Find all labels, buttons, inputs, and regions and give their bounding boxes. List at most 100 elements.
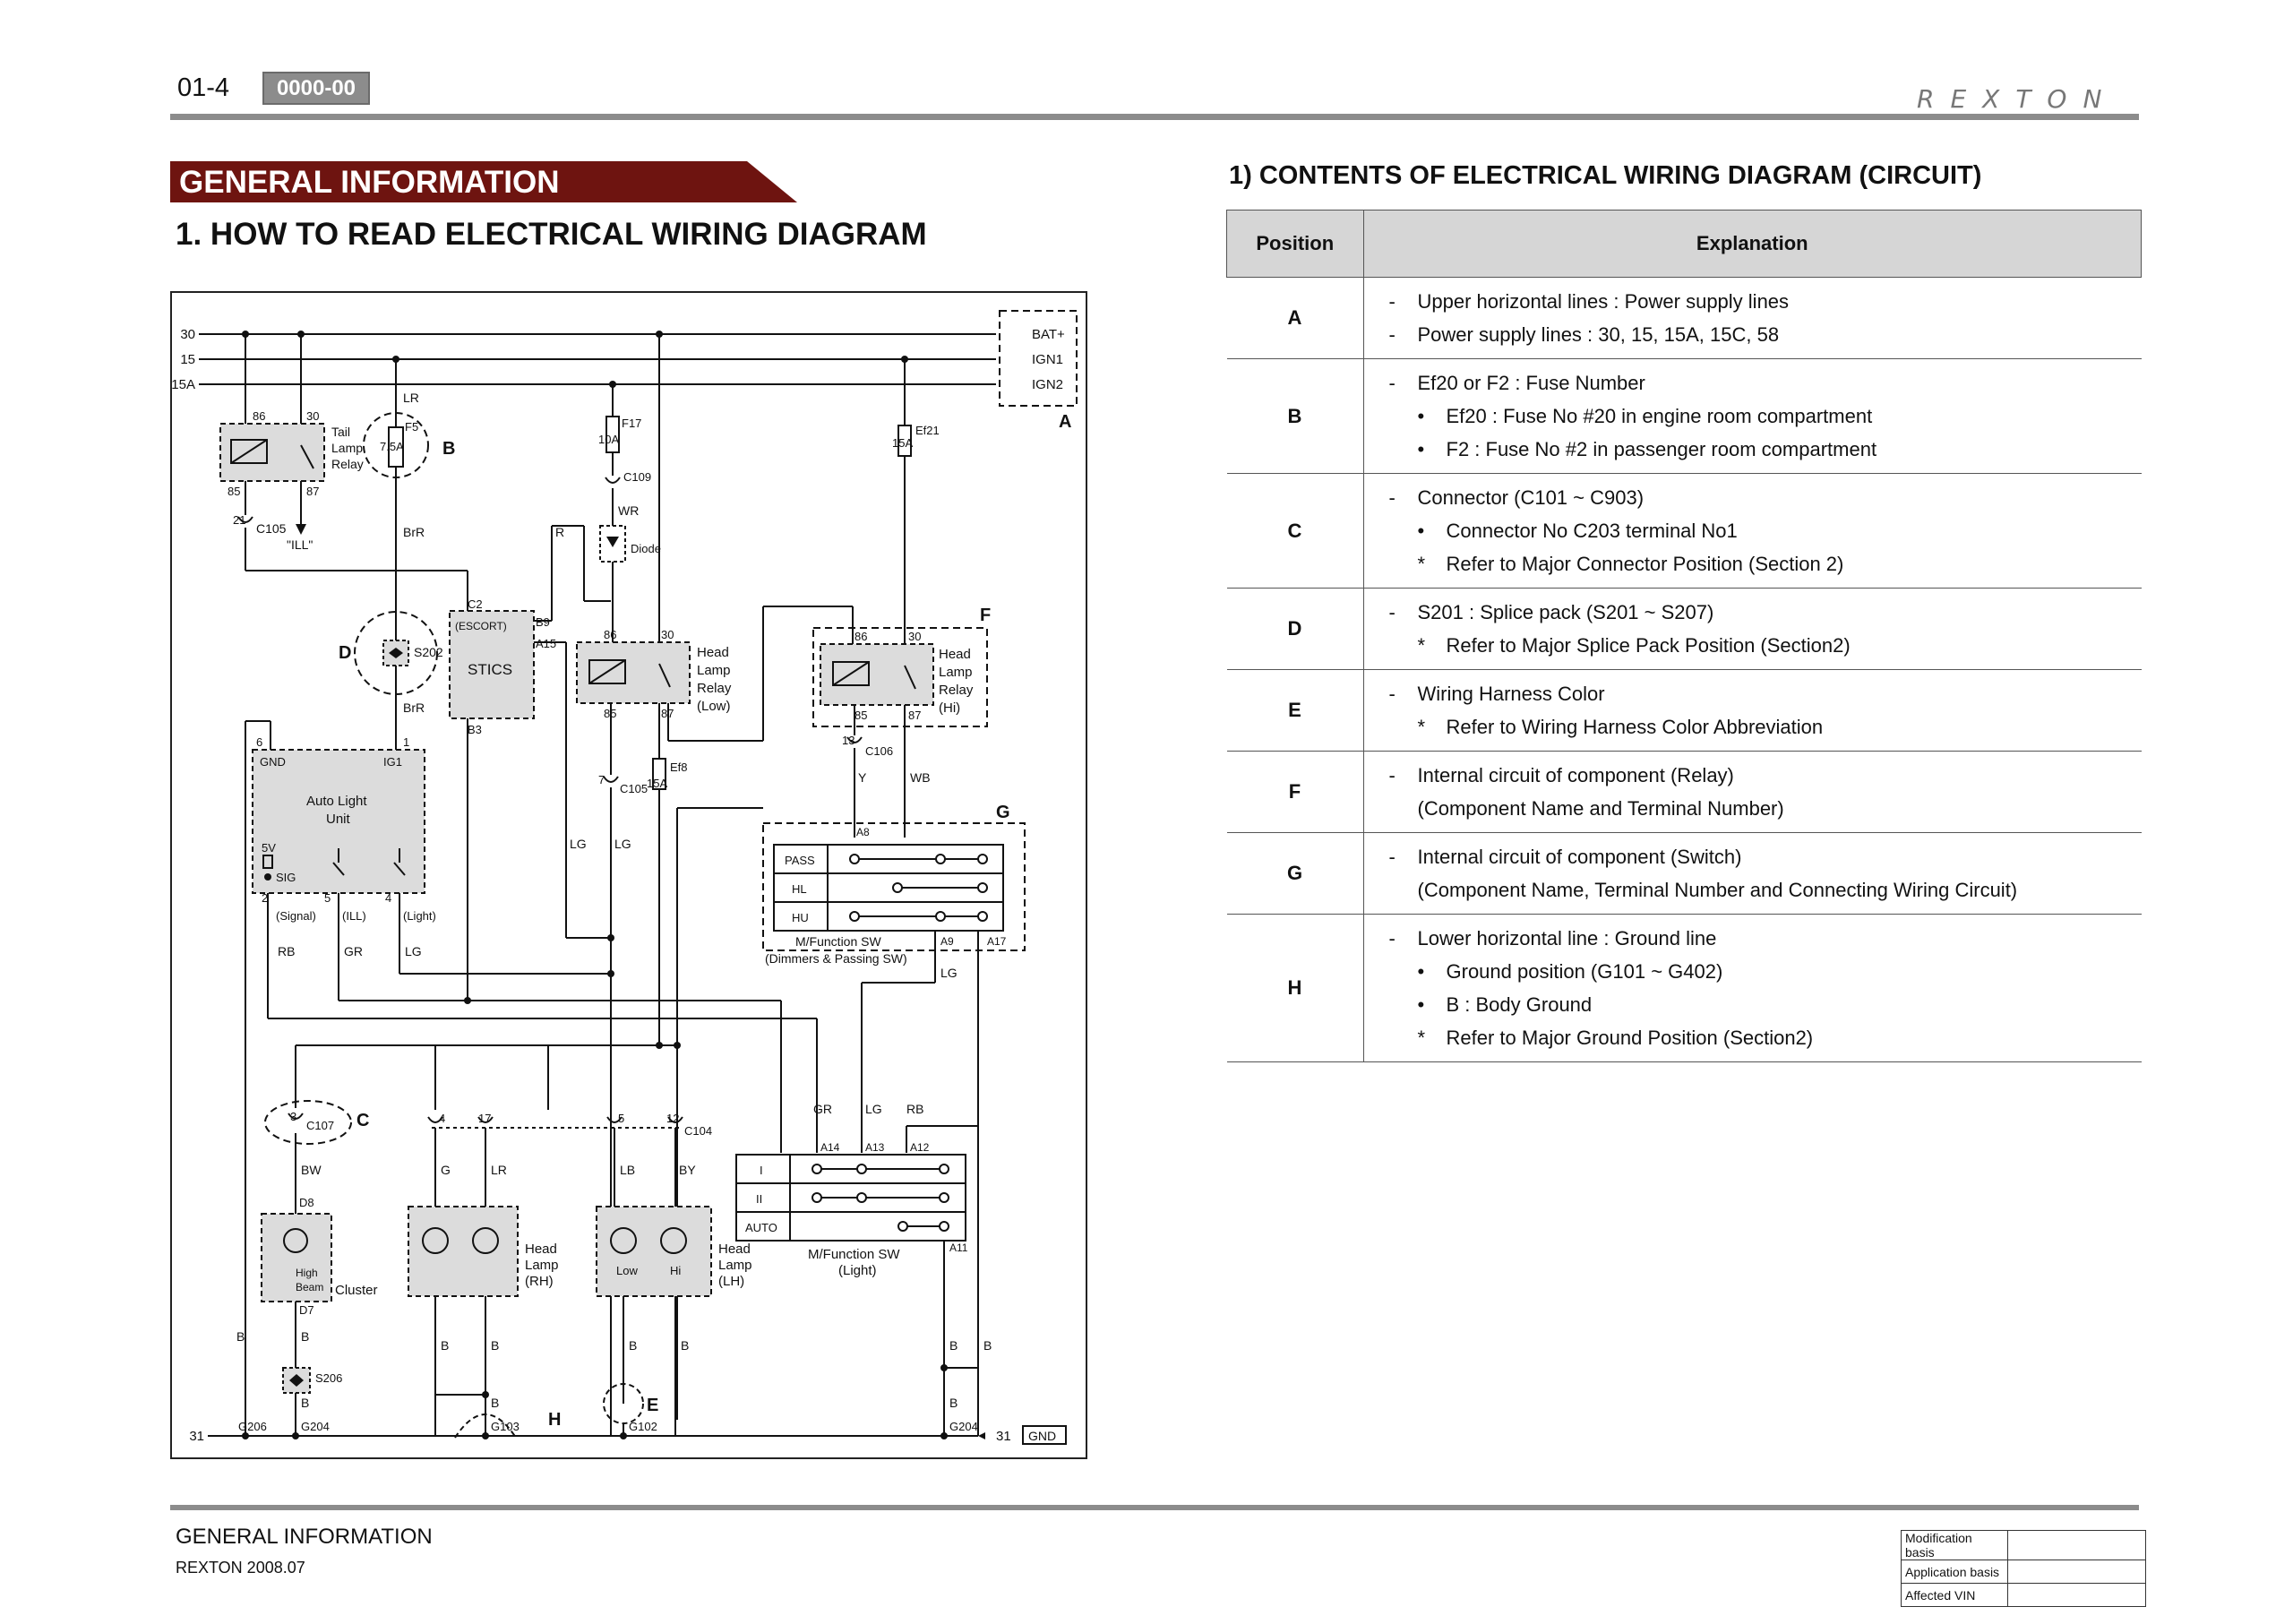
alu-sig: SIG xyxy=(276,871,296,884)
brand-logo: REXTON xyxy=(1917,84,2118,114)
wire-gr2-label: GR xyxy=(813,1102,832,1116)
table-row: BEf20 or F2 : Fuse NumberEf20 : Fuse No … xyxy=(1226,358,2142,474)
hl-low-label-2: Lamp xyxy=(697,663,731,678)
mf-light-a14: A14 xyxy=(820,1141,840,1154)
footer-subtitle: REXTON 2008.07 xyxy=(176,1559,305,1577)
wire-b-label-2: B xyxy=(301,1329,309,1344)
explanation-line: Connector No C203 terminal No1 xyxy=(1389,514,2142,547)
alu-pin-1: 1 xyxy=(403,735,409,749)
wire-r-label: R xyxy=(555,525,564,539)
wire-wr-label: WR xyxy=(618,503,639,518)
hl-hi-label-3: Relay xyxy=(939,683,974,698)
ign2-label: IGN2 xyxy=(1032,377,1063,392)
mf-dimmer-name: M/Function SW xyxy=(795,934,881,949)
wire-b-label-10: B xyxy=(949,1396,958,1410)
alu-light: (Light) xyxy=(403,909,436,923)
table-row: GInternal circuit of component (Switch)(… xyxy=(1226,832,2142,915)
explanation-line: Refer to Major Connector Position (Secti… xyxy=(1389,547,2142,580)
c104-pin-12: 12 xyxy=(666,1112,679,1125)
mod-row: Modification basis xyxy=(1901,1530,2146,1560)
row-position: A xyxy=(1226,277,1364,359)
explanation-line: Refer to Major Ground Position (Section2… xyxy=(1389,1021,2142,1054)
wire-b-label-11: B xyxy=(301,1396,309,1410)
mod-value xyxy=(2007,1530,2146,1560)
wire-brr-label: BrR xyxy=(403,525,425,539)
c105b-pin: 7 xyxy=(598,773,605,786)
mod-label: Application basis xyxy=(1901,1560,2008,1584)
mf-dimmer-a17: A17 xyxy=(987,935,1007,948)
bus-15-label: 15 xyxy=(180,352,195,367)
head-lh-hi: Hi xyxy=(670,1264,681,1277)
explanation-line: Ef20 : Fuse No #20 in engine room compar… xyxy=(1389,400,2142,433)
hl-hi-label-2: Lamp xyxy=(939,665,973,680)
ground-g103: G103 xyxy=(491,1420,520,1433)
c107-pin: 3 xyxy=(290,1110,296,1123)
wire-wb-label: WB xyxy=(910,770,931,785)
ground-rail-label-left: 31 xyxy=(189,1429,204,1444)
c104-label: C104 xyxy=(684,1124,712,1138)
hl-hi-label-4: (Hi) xyxy=(939,700,960,716)
head-lh-label-1: Head xyxy=(718,1242,751,1257)
hl-hi-label-1: Head xyxy=(939,647,971,662)
table-row: FInternal circuit of component (Relay)(C… xyxy=(1226,751,2142,833)
alu-signal: (Signal) xyxy=(276,909,316,923)
table-title: 1) CONTENTS OF ELECTRICAL WIRING DIAGRAM… xyxy=(1229,161,1982,190)
hl-low-label-3: Relay xyxy=(697,681,732,696)
alu-pin-4: 4 xyxy=(385,891,391,905)
mf-light-row-i: I xyxy=(760,1164,763,1177)
c106-pin: 13 xyxy=(842,734,855,747)
page-number: 01-4 xyxy=(177,73,230,102)
wire-b-label-4: B xyxy=(491,1338,499,1353)
section-code-badge: 0000-00 xyxy=(262,72,370,105)
head-lh-label-3: (LH) xyxy=(718,1274,744,1289)
ign1-label: IGN1 xyxy=(1032,352,1063,367)
c106-label: C106 xyxy=(865,744,893,758)
table-row: CConnector (C101 ~ C903)Connector No C20… xyxy=(1226,473,2142,589)
wire-b-label-1: B xyxy=(236,1329,245,1344)
tail-relay-label-3: Relay xyxy=(331,457,364,471)
explanation-line: Ground position (G101 ~ G402) xyxy=(1389,955,2142,988)
fuse-ef21-rating: 15A xyxy=(892,436,913,450)
wire-brr2-label: BrR xyxy=(403,700,425,715)
mf-light-row-ii: II xyxy=(756,1192,762,1206)
stics-a15: A15 xyxy=(536,637,556,650)
explanation-line: Internal circuit of component (Relay) xyxy=(1389,759,2142,792)
explanation-line: Wiring Harness Color xyxy=(1389,677,2142,710)
hl-hi-t85: 85 xyxy=(855,709,867,722)
head-lh-low: Low xyxy=(616,1264,638,1277)
fuse-f5-name: F5 xyxy=(405,420,418,434)
ground-g206: G206 xyxy=(238,1420,267,1433)
section-banner-label: GENERAL INFORMATION xyxy=(179,165,560,200)
modification-table: Modification basis Application basis Aff… xyxy=(1901,1530,2146,1607)
row-explanation: Ef20 or F2 : Fuse NumberEf20 : Fuse No #… xyxy=(1363,358,2142,474)
row-position: G xyxy=(1226,832,1364,915)
mf-light-a13: A13 xyxy=(865,1141,885,1154)
bus-15a-label: 15A xyxy=(172,377,195,392)
wire-lg-label-mid2: LG xyxy=(614,837,631,851)
wire-lg-label-mid1: LG xyxy=(570,837,587,851)
explanation-line: Lower horizontal line : Ground line xyxy=(1389,922,2142,955)
s206-label: S206 xyxy=(315,1371,342,1385)
alu-ig1: IG1 xyxy=(383,755,402,769)
mf-dimmer-a9: A9 xyxy=(940,935,954,948)
table-row: DS201 : Splice pack (S201 ~ S207)Refer t… xyxy=(1226,588,2142,670)
cluster-hb-2: Beam xyxy=(296,1281,323,1293)
callout-a: A xyxy=(1059,412,1071,432)
wire-y-label: Y xyxy=(858,770,867,785)
head-lh-label-2: Lamp xyxy=(718,1258,752,1273)
ill-label: "ILL" xyxy=(287,537,313,552)
footer-title: GENERAL INFORMATION xyxy=(176,1525,433,1549)
wire-lb-label: LB xyxy=(620,1163,635,1177)
mod-row: Application basis xyxy=(1901,1560,2146,1584)
c104-pin-17: 17 xyxy=(478,1112,491,1125)
footer-divider xyxy=(170,1505,2139,1510)
mod-row: Affected VIN xyxy=(1901,1583,2146,1607)
mf-light-name: M/Function SW xyxy=(808,1247,900,1262)
hl-low-label-1: Head xyxy=(697,645,729,660)
mod-value xyxy=(2007,1560,2146,1584)
explanation-line: Upper horizontal lines : Power supply li… xyxy=(1389,285,2142,318)
alu-gnd: GND xyxy=(260,755,286,769)
wire-rb2-label: RB xyxy=(906,1102,923,1116)
table-row: EWiring Harness ColorRefer to Wiring Har… xyxy=(1226,669,2142,752)
wire-b-label-3: B xyxy=(441,1338,449,1353)
